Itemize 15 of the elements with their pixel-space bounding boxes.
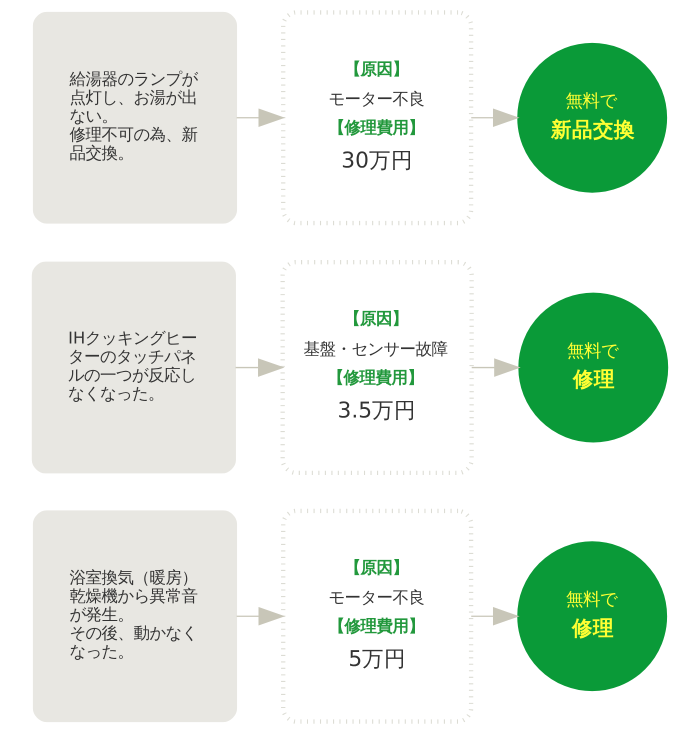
arrow — [236, 358, 285, 377]
arrow — [472, 358, 521, 377]
node-box: 【原因】 モーター不良 【修理費用】 30万円 — [281, 10, 474, 226]
arrow — [471, 606, 520, 626]
node-box: IHクッキングヒーターのタッチパネルの一つが反応しなくなった。 — [32, 262, 236, 474]
arrow — [236, 108, 285, 128]
node-box: 給湯器のランプが点灯し、お湯が出ない。 修理不可の為、新品交換。 — [32, 12, 238, 224]
node-circle: 無料で 新品交換 — [517, 42, 668, 193]
node-circle: 無料で 修理 — [517, 541, 668, 692]
arrow — [236, 606, 285, 626]
node-box: 【原因】 モーター不良 【修理費用】 5万円 — [281, 508, 474, 724]
arrow — [471, 108, 520, 128]
node-circle: 無料で 修理 — [518, 292, 668, 442]
node-box: 浴室換気（暖房）乾燥機から異常音が発生。 その後、動かなくなった。 — [32, 510, 238, 722]
node-box: 【原因】 基盤・センサー故障 【修理費用】 3.5万円 — [280, 260, 474, 476]
